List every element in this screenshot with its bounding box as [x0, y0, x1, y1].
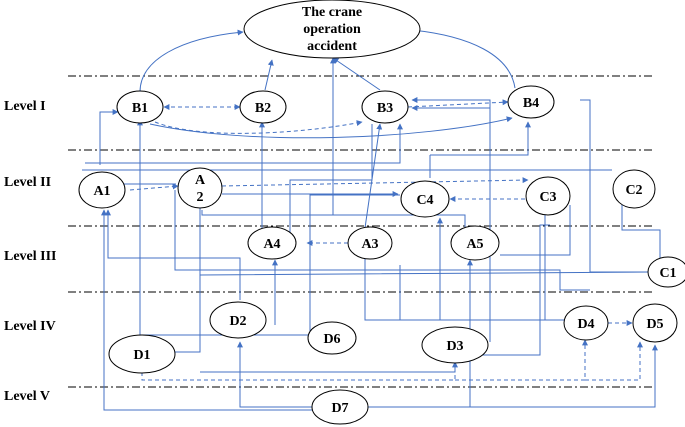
node-a1-label: A1: [93, 184, 110, 199]
level-label-4: Level IV: [4, 319, 56, 334]
edge-d7-d2: [237, 341, 312, 408]
level-label-2: Level II: [4, 175, 51, 190]
node-d3-label: D3: [446, 339, 463, 354]
edge-a1-b1: [99, 109, 119, 165]
level-label-1: Level I: [4, 99, 46, 114]
edge-c3-a5: [500, 205, 571, 256]
node-b4: [507, 85, 555, 119]
node-b3: [361, 90, 409, 124]
node-c3: [525, 176, 571, 216]
node-c2: [612, 169, 656, 209]
node-d4-label: D4: [577, 317, 594, 332]
node-d7: [311, 389, 369, 425]
node-d5-label: D5: [646, 317, 663, 332]
edge-b2-top: [264, 59, 274, 91]
node-a5-label: A5: [466, 237, 483, 252]
node-a2: [177, 167, 223, 209]
accident-title-line3: accident: [307, 39, 357, 54]
edge-d1-d3: [141, 361, 458, 381]
edge-b3-top: [332, 57, 381, 91]
edge-b1-b3: [154, 120, 363, 134]
edge-d3-b3: [411, 105, 491, 342]
edge-b4-top: [411, 27, 516, 89]
edge-a4-b3: [289, 124, 373, 232]
level-label-5: Level V: [4, 389, 50, 404]
node-a5: [450, 225, 500, 261]
edge-a3-b3: [364, 123, 383, 229]
node-a4: [247, 226, 297, 260]
edge-a2-a5: [201, 210, 466, 230]
edge-a2-c3: [221, 177, 529, 187]
edge-d6-c4: [309, 194, 400, 340]
edge-to-b4: [430, 121, 531, 156]
edge-b1-b4: [149, 116, 513, 139]
node-b1: [116, 90, 164, 124]
edge-a1-a2: [129, 183, 179, 191]
edge-d1-a2: [175, 201, 203, 353]
node-d4: [563, 305, 609, 341]
node-d6-label: D6: [323, 332, 340, 347]
node-a3: [347, 226, 393, 260]
node-c1-label: C1: [659, 266, 676, 281]
node-a1: [78, 171, 126, 209]
edge-d7-d5: [368, 344, 658, 408]
node-d5: [632, 303, 678, 343]
node-b4-label: B4: [523, 96, 539, 111]
node-c4: [400, 180, 450, 218]
edge-b1-top: [139, 29, 244, 93]
edge-a1-b3: [85, 123, 403, 164]
node-b3-label: B3: [377, 101, 393, 116]
node-d7-label: D7: [331, 401, 348, 416]
node-d3: [421, 326, 489, 364]
node-d2: [209, 301, 267, 339]
node-b2-label: B2: [255, 101, 271, 116]
node-c1: [647, 256, 685, 288]
level-label-3: Level III: [4, 249, 57, 264]
node-c3-label: C3: [539, 190, 556, 205]
node-c4-label: C4: [416, 193, 433, 208]
node-d6: [307, 321, 357, 355]
accident-title-line1: The crane: [302, 5, 362, 20]
node-d2-label: D2: [229, 314, 246, 329]
node-a2-label-b: 2: [197, 190, 204, 205]
node-d1-label: D1: [133, 348, 150, 363]
node-d1: [108, 334, 176, 374]
accident-title-line2: operation: [303, 22, 361, 37]
edge-b3-b4: [407, 99, 509, 108]
edge-to-d5-dash: [585, 341, 643, 381]
node-a2-label-a: A: [195, 173, 206, 188]
accident-node: [243, 0, 421, 59]
edge-d7-a1: [101, 209, 312, 411]
node-a4-label: A4: [263, 237, 280, 252]
node-c2-label: C2: [625, 183, 642, 198]
edge-d2-a1: [105, 209, 241, 300]
node-a3-label: A3: [361, 237, 378, 252]
node-b1-label: B1: [132, 101, 148, 116]
edge-d3-right: [480, 260, 541, 356]
node-b2: [239, 90, 287, 124]
